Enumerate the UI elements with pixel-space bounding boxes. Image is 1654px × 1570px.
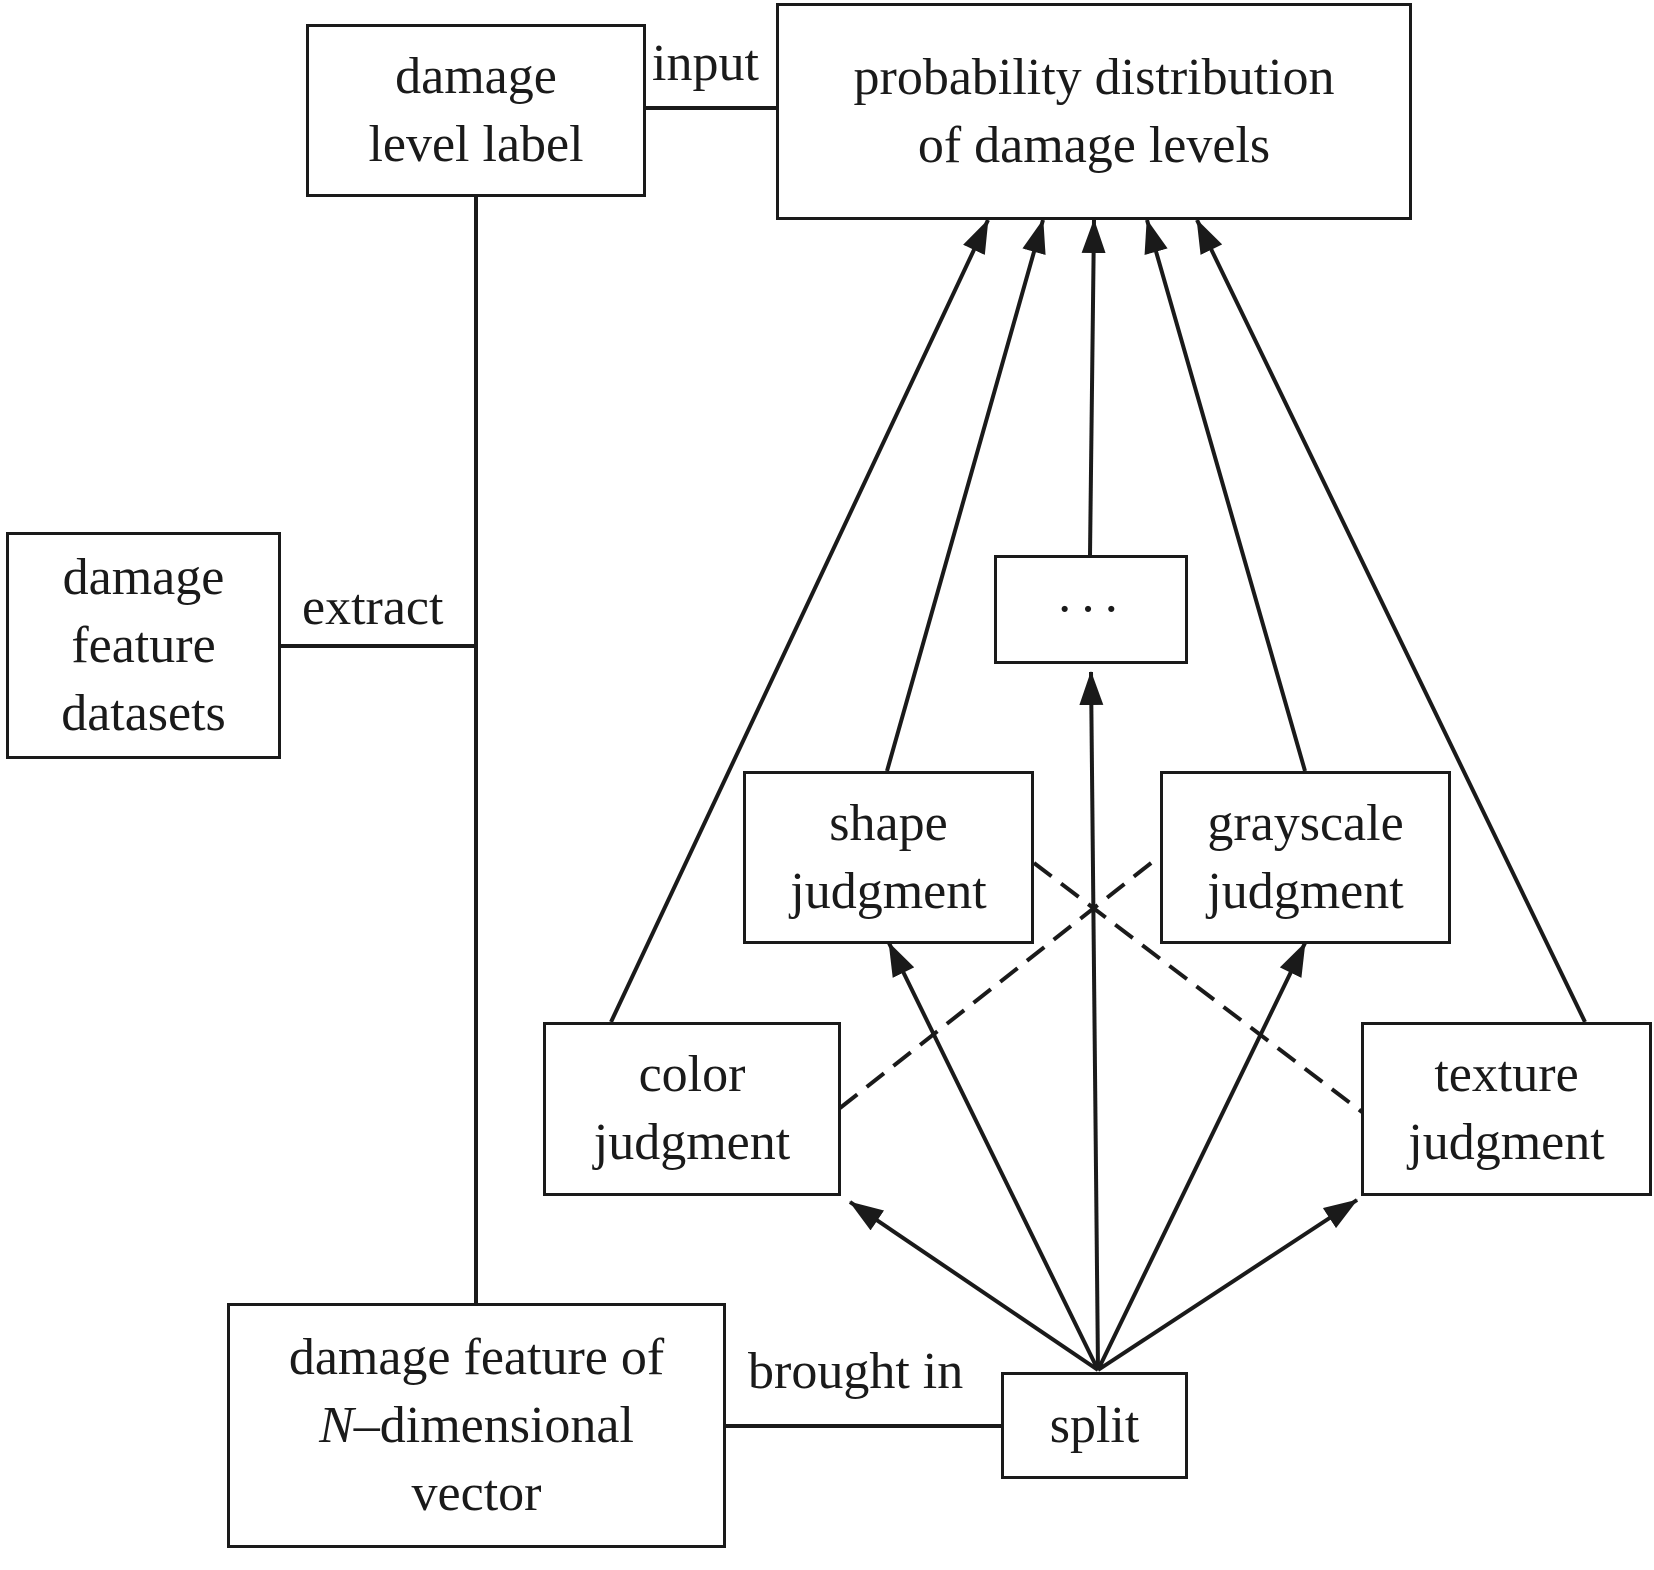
color-judgment-line2: judgment [593,1114,791,1171]
ellipsis-text: ··· [1056,580,1126,638]
split-text: split [1049,1396,1140,1454]
ellipsis-box: ··· [994,555,1188,664]
damage-level-label-line1: damage [395,47,557,105]
edge-label-extract: extract [302,579,444,636]
color-judgment-line1: color [638,1046,746,1103]
grayscale-judgment-line2: judgment [1207,862,1404,920]
split-box: split [1001,1372,1188,1479]
damage-feature-datasets-line2: feature [71,616,216,674]
damage-feature-datasets-line1: damage [62,548,225,606]
texture-judgment-line2: judgment [1408,1114,1605,1171]
shape-judgment-line2: judgment [790,862,987,920]
probability-distribution-box: probability distribution of damage level… [776,3,1412,220]
n-vector-variable: N [319,1396,354,1454]
texture-judgment-box: texture judgment [1361,1022,1652,1196]
shape-judgment-line1: shape [829,794,948,852]
edge-label-input: input [652,35,759,92]
edge-label-brought-in: brought in [748,1343,964,1400]
dashed-shape-to-texture [1032,861,1364,1114]
n-vector-line2-rest: –dimensional [353,1396,634,1454]
probability-distribution-line1: probability distribution [853,48,1335,106]
texture-judgment-line1: texture [1434,1046,1579,1103]
arrow-grayscale-to-distribution [1144,219,1307,772]
damage-level-label-line2: level label [368,115,584,173]
n-vector-line3: vector [411,1464,542,1522]
damage-feature-datasets-line3: datasets [61,684,226,742]
arrow-color-to-distribution [609,219,990,1023]
damage-feature-datasets-box: damage feature datasets [6,532,281,759]
damage-level-label-box: damage level label [306,24,646,197]
n-vector-line1: damage feature of [288,1328,665,1386]
grayscale-judgment-box: grayscale judgment [1160,771,1451,944]
n-vector-line2: N–dimensional [319,1392,634,1460]
color-judgment-box: color judgment [543,1022,841,1196]
arrow-split-to-texture [1096,1198,1359,1372]
arrow-ellipsis-to-distribution [1081,219,1106,556]
arrow-split-to-color [848,1200,1100,1372]
shape-judgment-box: shape judgment [743,771,1034,944]
arrow-shape-to-distribution [885,219,1046,772]
grayscale-judgment-line1: grayscale [1207,794,1404,852]
arrow-split-to-shape [887,942,1100,1371]
probability-distribution-line2: of damage levels [917,116,1271,174]
arrow-split-to-ellipsis [1079,671,1104,1371]
arrow-split-to-grayscale [1096,942,1307,1371]
arrow-texture-to-distribution [1195,219,1587,1023]
n-dimensional-vector-box: damage feature of N–dimensional vector [227,1303,726,1548]
